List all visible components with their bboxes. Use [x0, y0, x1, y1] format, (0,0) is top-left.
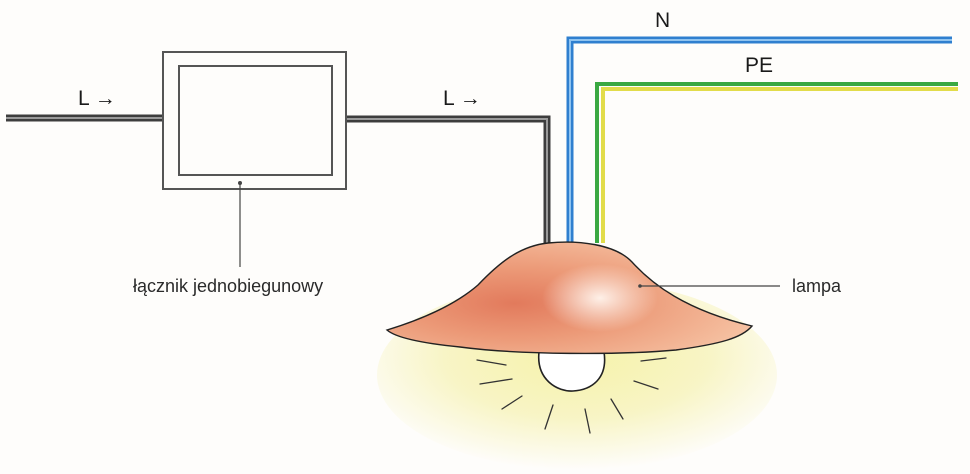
- switch-leader: [238, 181, 242, 267]
- neutral-wire: [566, 36, 952, 243]
- pe-wire: [595, 82, 958, 243]
- phase-wire-out: [346, 115, 551, 245]
- bulb: [538, 351, 606, 392]
- label-pe: PE: [745, 54, 773, 77]
- lamp-leader: [638, 284, 780, 288]
- switch-box: [162, 51, 347, 190]
- label-l-left: L →: [78, 87, 116, 110]
- lamp-caption: lampa: [792, 276, 842, 296]
- switch-caption: łącznik jednobiegunowy: [133, 276, 323, 296]
- label-l-right: L →: [443, 87, 481, 110]
- light-rays: [476, 357, 667, 434]
- label-n: N: [655, 9, 670, 32]
- lamp-shade: [385, 241, 754, 355]
